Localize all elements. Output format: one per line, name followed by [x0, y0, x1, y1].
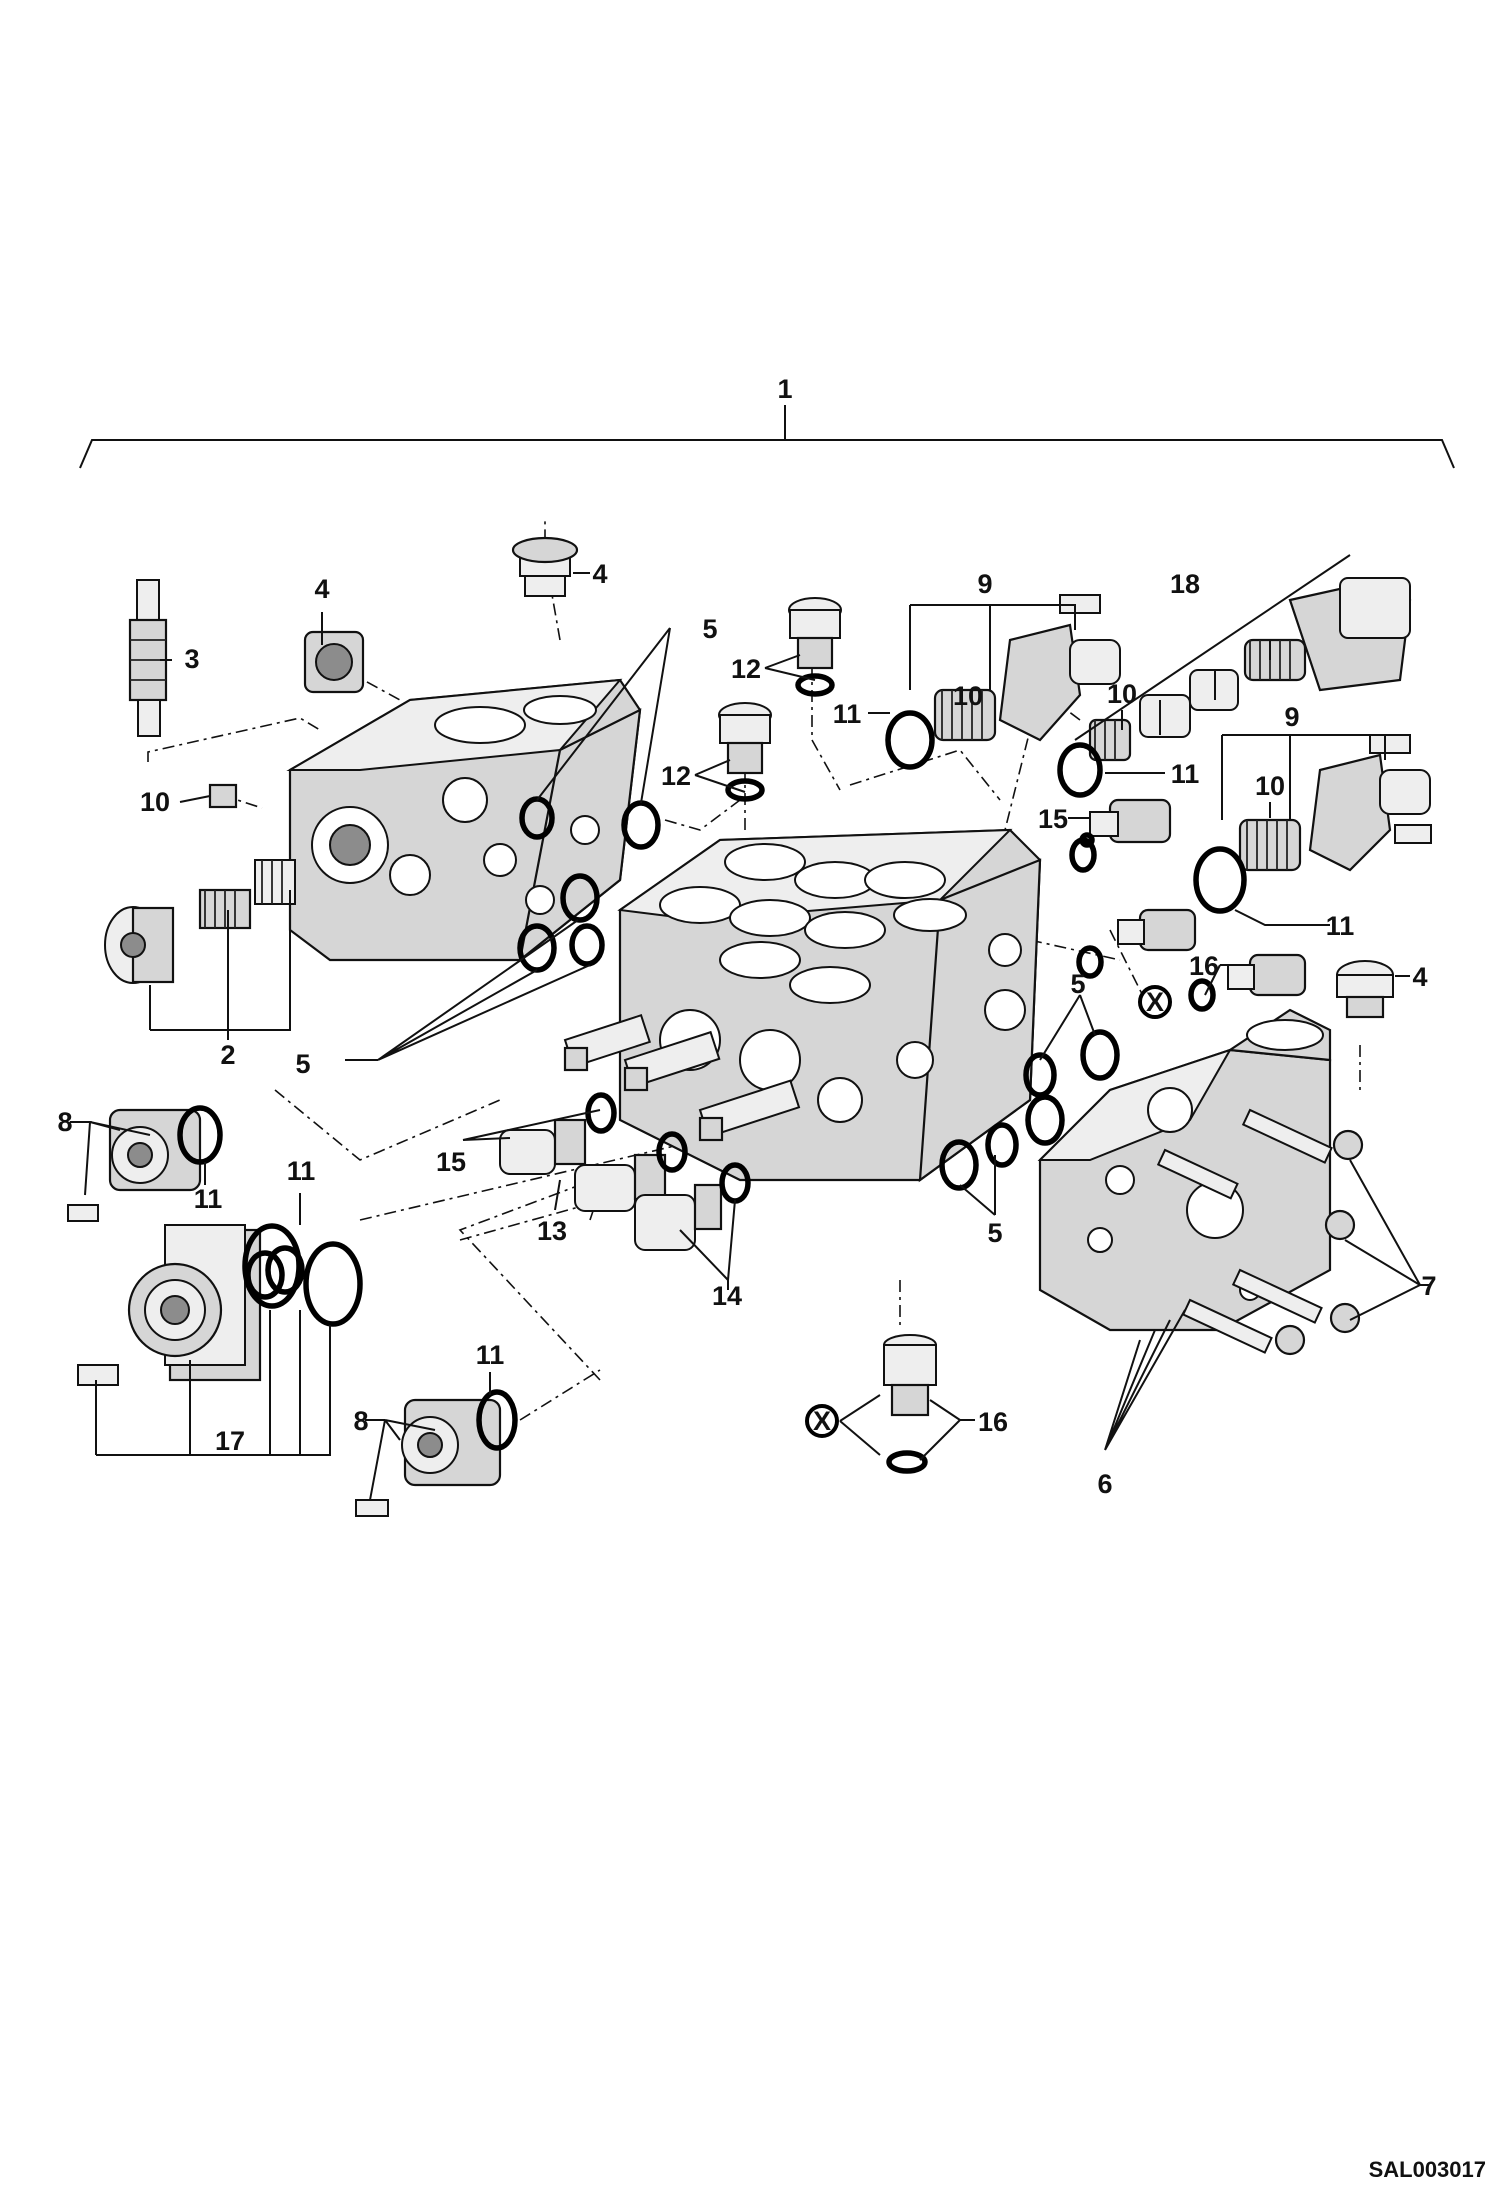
cartridge-15-right — [1089, 798, 1172, 844]
callout-4-top-center: 4 — [592, 559, 607, 589]
fitting-10-left — [208, 783, 238, 809]
end-cap-8-lower — [355, 1398, 502, 1517]
callout-11-left-lower: 11 — [287, 1156, 316, 1186]
callout-9-lower: 9 — [1284, 702, 1299, 732]
callout-4-right: 4 — [1412, 962, 1427, 992]
callout-2: 2 — [220, 1040, 235, 1070]
callout-5-lower-right: 5 — [987, 1218, 1002, 1248]
callout-labels: 1 4 4 3 10 2 5 12 12 9 18 11 10 10 11 9 … — [57, 374, 1436, 1499]
svg-text:X: X — [1146, 987, 1164, 1017]
main-valve-block — [563, 828, 1042, 1183]
plug-top-center — [511, 536, 579, 597]
leader-lines — [70, 554, 1430, 1501]
callout-8-lower: 8 — [353, 1406, 368, 1436]
cartridge-16-bottom — [883, 1334, 937, 1417]
svg-text:X: X — [813, 1406, 831, 1436]
callout-10-left: 10 — [140, 787, 170, 817]
flange-cap-17 — [77, 1224, 262, 1386]
excluded-mark-upper: X — [1138, 985, 1172, 1019]
left-valve-section — [286, 678, 642, 963]
callout-11-right: 11 — [1326, 911, 1355, 941]
callout-15-center: 15 — [436, 1147, 466, 1177]
cartridge-15-center — [499, 1118, 587, 1175]
spring-10-upper — [933, 688, 997, 742]
callout-5-top: 5 — [702, 614, 717, 644]
assembly-bracket — [79, 405, 1455, 469]
callout-3: 3 — [184, 644, 199, 674]
cartridge-16-upper — [1117, 908, 1197, 952]
callout-12-lower: 12 — [661, 761, 691, 791]
right-end-section — [1037, 1008, 1364, 1356]
cartridge-14 — [634, 1183, 723, 1251]
callout-16-bottom: 16 — [978, 1407, 1008, 1437]
callout-11-lower: 11 — [476, 1340, 505, 1370]
callout-12-upper: 12 — [731, 654, 761, 684]
relief-plug-12-upper — [788, 597, 842, 670]
callout-10-upper-right: 10 — [953, 681, 983, 711]
callout-5-lower-left: 5 — [295, 1049, 310, 1079]
callout-9-upper: 9 — [977, 569, 992, 599]
flange-cover-9-upper — [998, 594, 1121, 742]
callout-18: 18 — [1170, 569, 1200, 599]
drawing-id: SAL003017 — [1369, 2157, 1486, 2182]
flange-cover-9-lower — [1308, 734, 1432, 872]
relief-plug-12-lower — [718, 702, 772, 775]
spring-10-lower — [1238, 818, 1302, 872]
callout-11-mid: 11 — [1171, 759, 1200, 789]
callout-6: 6 — [1097, 1469, 1112, 1499]
o-rings — [177, 673, 1247, 1474]
callout-7: 7 — [1421, 1271, 1436, 1301]
plug-top-left — [303, 630, 365, 694]
callout-13: 13 — [537, 1216, 567, 1246]
callout-17: 17 — [215, 1426, 245, 1456]
cartridge-16-lower — [1227, 953, 1307, 997]
end-plug-2 — [104, 859, 296, 984]
callout-8-upper: 8 — [57, 1107, 72, 1137]
callout-15-right: 15 — [1038, 804, 1068, 834]
plug-right-4 — [1336, 960, 1394, 1019]
callout-14: 14 — [712, 1281, 742, 1311]
solenoid-assembly-18 — [1088, 577, 1412, 762]
callout-11-upper: 11 — [833, 699, 862, 729]
callout-5-right: 5 — [1070, 969, 1085, 999]
callout-10-mid-right: 10 — [1107, 679, 1137, 709]
callout-1: 1 — [777, 374, 792, 404]
end-cap-8-upper — [67, 1108, 202, 1222]
callout-4-top-left: 4 — [314, 574, 329, 604]
excluded-mark-lower: X — [805, 1404, 839, 1438]
callout-10-lower-right: 10 — [1255, 771, 1285, 801]
relief-cartridge-3 — [128, 579, 168, 737]
callout-11-left-upper: 11 — [194, 1184, 223, 1214]
callout-16-right: 16 — [1189, 951, 1219, 981]
